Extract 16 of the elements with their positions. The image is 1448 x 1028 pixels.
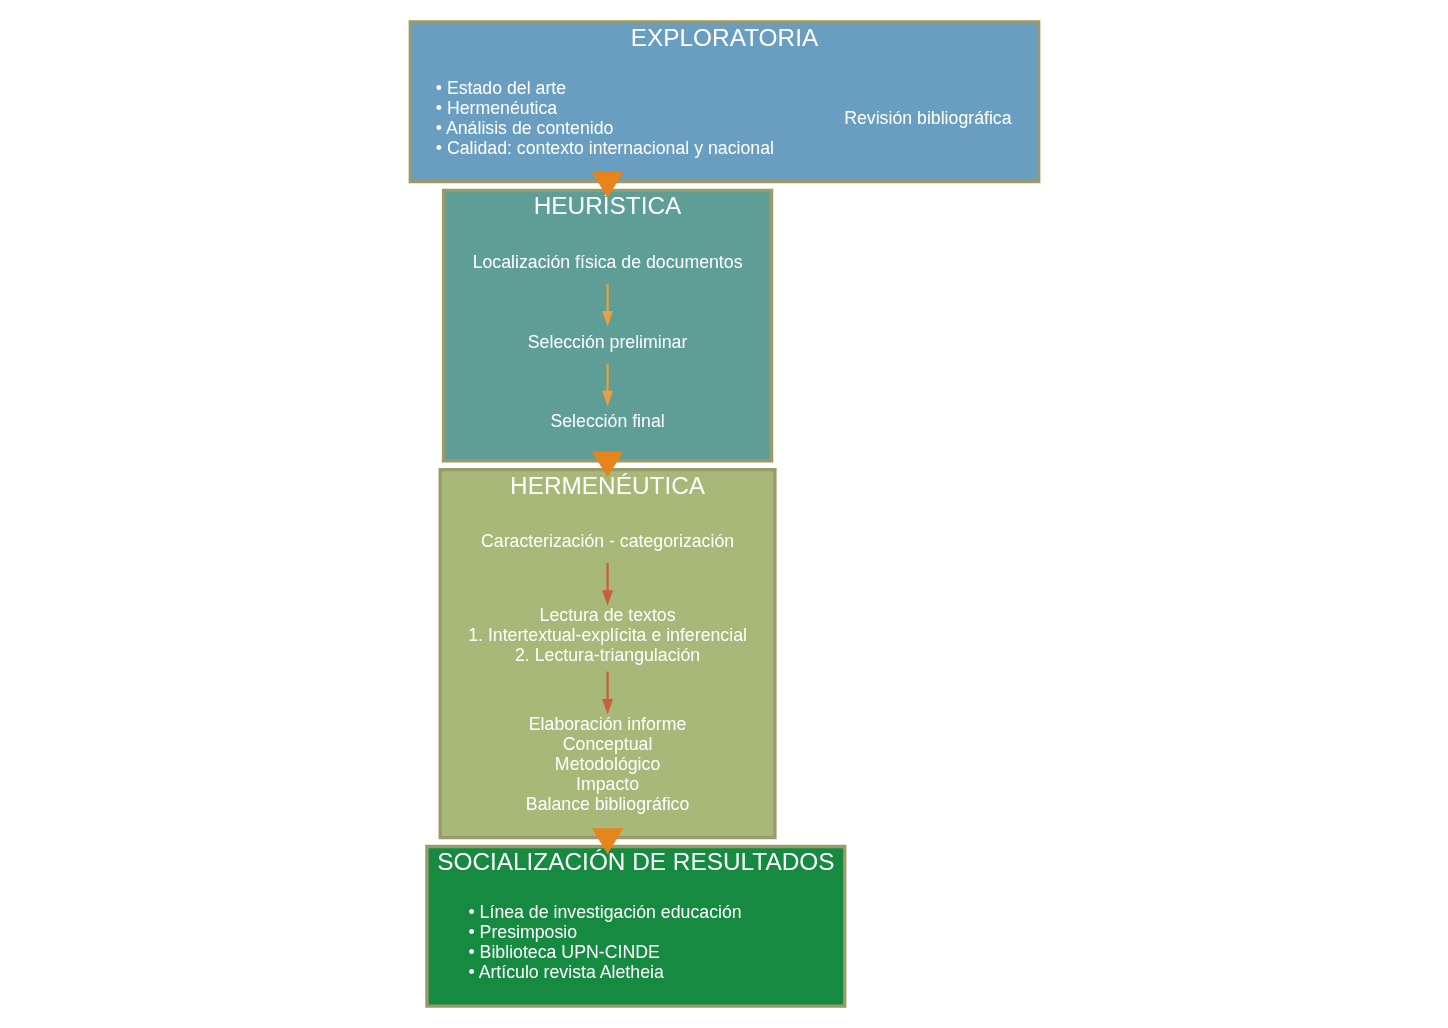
node-text: Revisión bibliográfica bbox=[843, 107, 1012, 128]
node-text: Elaboración informe Conceptual Metodológico Impacto Balance bibliográfico bbox=[525, 713, 689, 814]
node-text: Selección final bbox=[549, 411, 665, 432]
arrow bbox=[591, 451, 623, 478]
node-text: • Línea de investigación educación • Presimposio • Biblioteca UPN-CINDE • Artículo revista Aletheia bbox=[467, 902, 742, 983]
arrow bbox=[601, 283, 613, 327]
node-text: Lectura de textos 1. Intertextual-explícita e inferencial 2. Lectura-triangulación bbox=[467, 605, 747, 666]
arrow bbox=[591, 828, 623, 854]
node-text: Localización física de documentos bbox=[472, 251, 743, 272]
node-text: Caracterización - categorización bbox=[480, 531, 734, 552]
arrow bbox=[601, 671, 613, 715]
arrow bbox=[601, 563, 613, 606]
node-text: Selección preliminar bbox=[527, 331, 687, 352]
arrow bbox=[591, 172, 623, 198]
node-text: • Estado del arte • Hermenéutica • Análisis de contenido • Calidad: contexto internacional y nacional bbox=[435, 77, 774, 158]
arrow bbox=[601, 363, 613, 407]
